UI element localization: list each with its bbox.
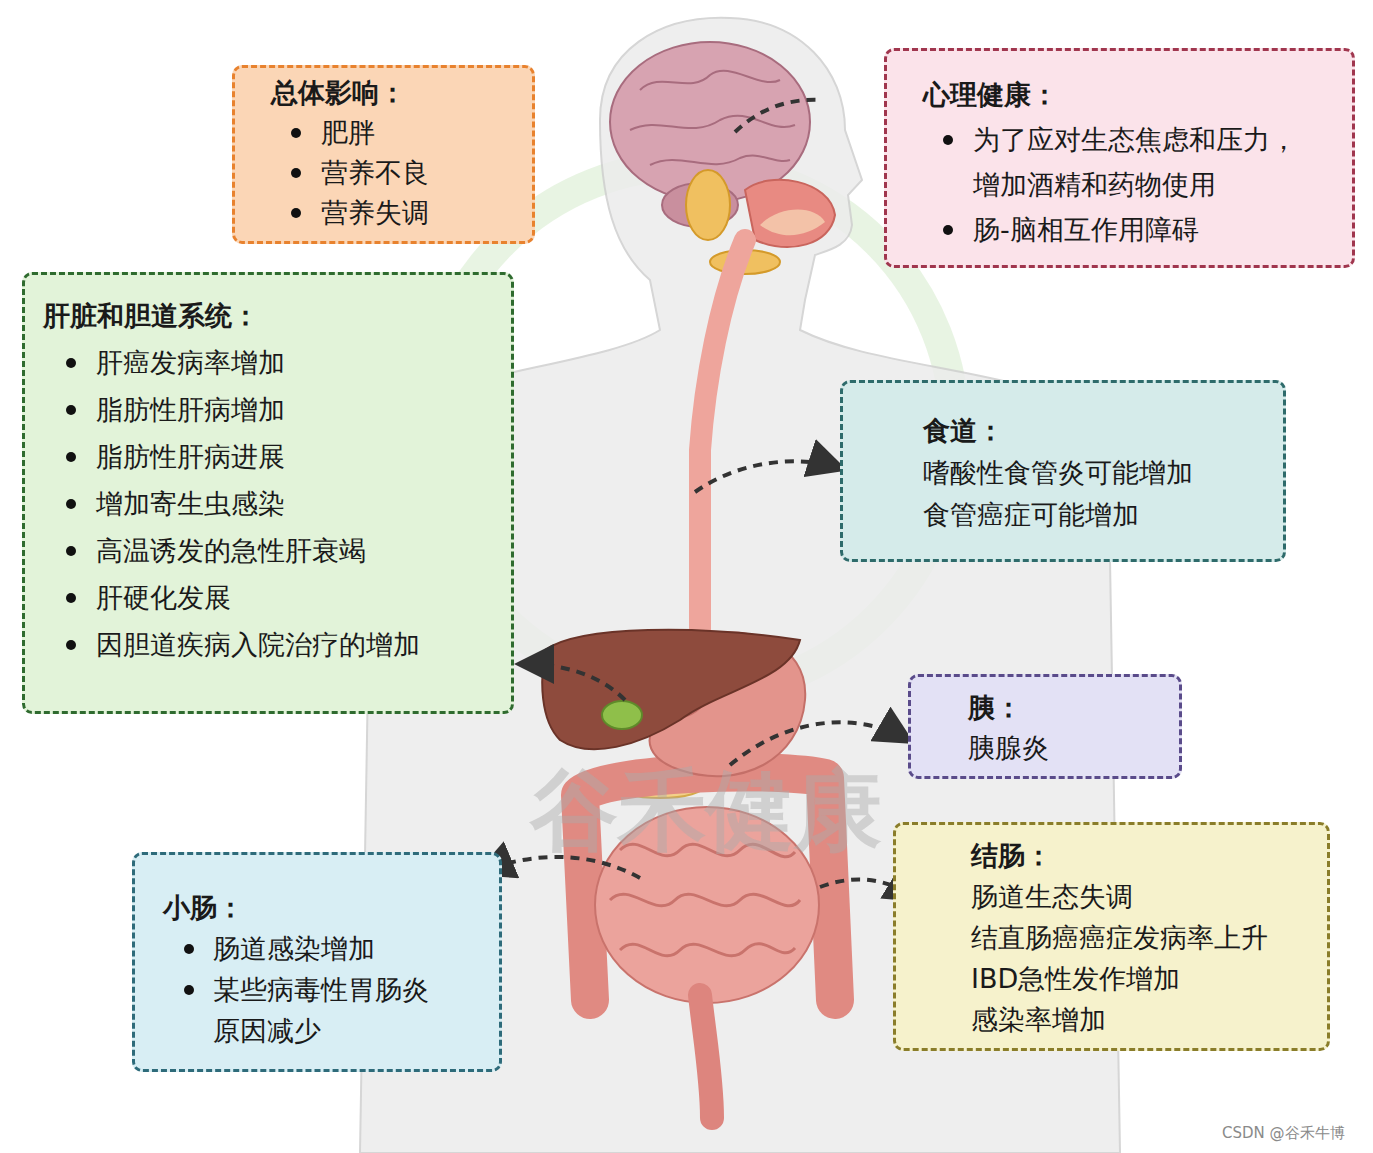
box-item: 某些病毒性胃肠炎 原因减少 xyxy=(213,969,499,1051)
bullet-dot xyxy=(184,944,194,954)
callout-box: 食道：嗜酸性食管炎可能增加食管癌症可能增加 xyxy=(840,380,1286,562)
box-heading: 总体影响： xyxy=(271,73,532,113)
box-heading: 小肠： xyxy=(163,887,499,928)
box-item: IBD急性发作增加 xyxy=(971,958,1327,999)
liver xyxy=(542,630,800,750)
box-item: 增加寄生虫感染 xyxy=(96,480,511,527)
box-item: 胰腺炎 xyxy=(968,728,1179,768)
callout-box: 心理健康：为了应对生态焦虑和压力， 增加酒精和药物使用肠-脑相互作用障碍 xyxy=(884,48,1355,268)
box-item: 肠道感染增加 xyxy=(213,928,499,969)
esophagus xyxy=(700,240,745,650)
bullet-dot xyxy=(943,135,953,145)
tongue xyxy=(760,210,825,236)
box-heading: 心理健康： xyxy=(923,72,1352,117)
leader-arrow xyxy=(735,100,822,132)
box-item: 因胆道疾病入院治疗的增加 xyxy=(96,621,511,668)
bullet-dot xyxy=(66,405,76,415)
bullet-dot xyxy=(291,208,301,218)
box-item: 高温诱发的急性肝衰竭 xyxy=(96,527,511,574)
box-heading: 结肠： xyxy=(971,835,1327,876)
box-heading: 胰： xyxy=(968,688,1179,728)
bullet-dot xyxy=(66,640,76,650)
box-item: 肝硬化发展 xyxy=(96,574,511,621)
rectum xyxy=(700,995,712,1118)
bullet-dot xyxy=(66,546,76,556)
box-heading: 食道： xyxy=(923,410,1283,452)
box-heading: 肝脏和胆道系统： xyxy=(43,292,511,339)
bullet-dot xyxy=(943,225,953,235)
box-item: 结直肠癌癌症发病率上升 xyxy=(971,917,1327,958)
box-item: 为了应对生态焦虑和压力， 增加酒精和药物使用 xyxy=(973,117,1352,207)
gallbladder xyxy=(602,701,642,729)
box-item: 感染率增加 xyxy=(971,999,1327,1040)
box-item: 肥胖 xyxy=(321,113,532,153)
callout-box: 肝脏和胆道系统：肝癌发病率增加脂肪性肝病增加脂肪性肝病进展增加寄生虫感染高温诱发… xyxy=(22,272,514,714)
watermark: 谷禾健康 xyxy=(530,752,882,871)
box-item: 肠-脑相互作用障碍 xyxy=(973,207,1352,252)
leader-arrow xyxy=(522,664,625,700)
box-item: 食管癌症可能增加 xyxy=(923,494,1283,536)
box-item: 营养不良 xyxy=(321,153,532,193)
box-item: 肝癌发病率增加 xyxy=(96,339,511,386)
bullet-dot xyxy=(66,358,76,368)
box-item: 脂肪性肝病增加 xyxy=(96,386,511,433)
box-item: 营养失调 xyxy=(321,193,532,233)
bullet-dot xyxy=(291,168,301,178)
callout-box: 胰：胰腺炎 xyxy=(908,674,1182,779)
leader-arrow xyxy=(730,722,908,765)
bullet-dot xyxy=(184,985,194,995)
bullet-dot xyxy=(66,593,76,603)
callout-box: 小肠：肠道感染增加某些病毒性胃肠炎 原因减少 xyxy=(132,852,502,1072)
mouth-cavity xyxy=(745,180,835,247)
leader-arrow xyxy=(695,461,840,492)
brain-folds xyxy=(630,71,795,165)
bullet-dot xyxy=(66,452,76,462)
box-item: 嗜酸性食管炎可能增加 xyxy=(923,452,1283,494)
bullet-dot xyxy=(291,128,301,138)
salivary-gland xyxy=(686,170,730,240)
callout-box: 总体影响：肥胖营养不良营养失调 xyxy=(232,65,535,244)
bullet-dot xyxy=(66,499,76,509)
credit-note: CSDN @谷禾牛博 xyxy=(1222,1124,1345,1143)
box-item: 肠道生态失调 xyxy=(971,876,1327,917)
box-item: 脂肪性肝病进展 xyxy=(96,433,511,480)
callout-box: 结肠：肠道生态失调结直肠癌癌症发病率上升IBD急性发作增加感染率增加 xyxy=(893,822,1330,1051)
